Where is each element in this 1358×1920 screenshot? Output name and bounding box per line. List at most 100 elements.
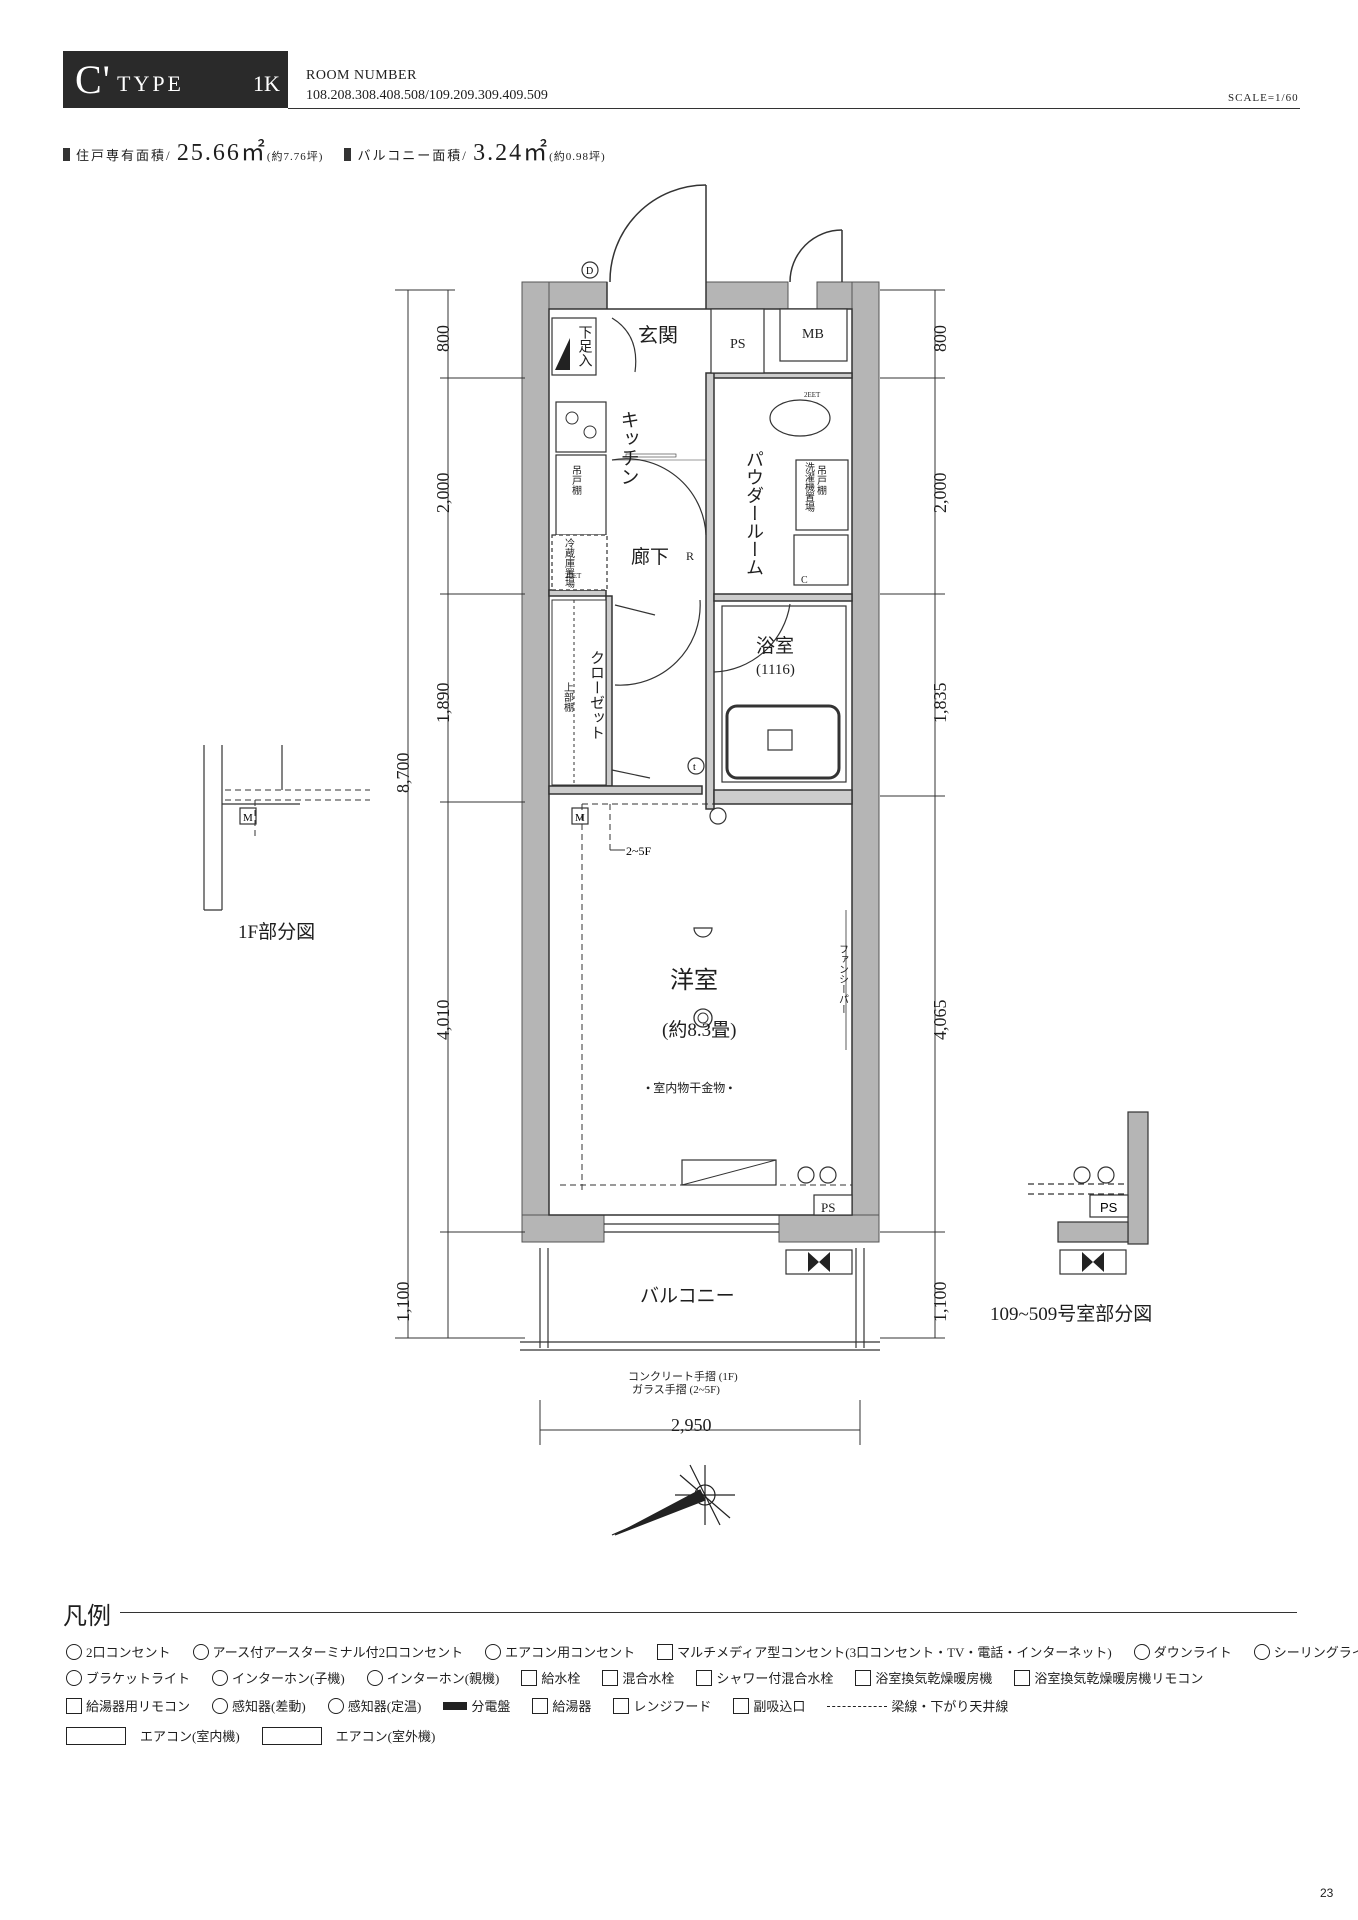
header-divider: [288, 108, 1300, 109]
dim-right-5: 1,100: [930, 1282, 950, 1323]
beam-line-icon: [827, 1706, 888, 1707]
dim-left-1: 800: [433, 325, 453, 352]
compass-icon: [611, 1464, 735, 1536]
bathroom-area: [721, 605, 847, 783]
legend-item: エアコン用コンセント: [485, 1642, 635, 1661]
legend-label: 梁線・下がり天井線: [891, 1699, 1009, 1714]
legend-label: インターホン(子機): [232, 1671, 345, 1686]
legend-item: 分電盤: [443, 1696, 510, 1715]
entrance-door: [606, 184, 843, 309]
outlet-icon: [819, 1166, 837, 1184]
legend-item: ダウンライト: [1133, 1642, 1232, 1661]
water-heater-remote-icon: [66, 1697, 82, 1714]
unit-area-value: 25.66㎡: [176, 140, 267, 166]
label-partial-1f: 1F部分図: [238, 921, 315, 943]
type-word: TYPE: [117, 71, 184, 96]
legend-row-3: 給湯器用リモコン 感知器(差動) 感知器(定温) 分電盤 給湯器 レンジフード …: [66, 1696, 1030, 1715]
beam-line: [225, 789, 852, 1192]
outlet-icon: [66, 1643, 82, 1660]
legend-label: 給湯器用リモコン: [86, 1699, 191, 1714]
multimedia-outlet-icon: [657, 1643, 674, 1660]
legend-item: 給湯器用リモコン: [66, 1696, 190, 1715]
aircon-outlet-icon: [797, 1166, 815, 1184]
distribution-board-icon: [443, 1701, 468, 1710]
shoe-cabinet-mark: [555, 338, 570, 370]
bullet-square-icon: [344, 148, 352, 161]
legend-item: シャワー付混合水栓: [696, 1668, 833, 1687]
bath-dryer-icon: [767, 729, 793, 751]
legend-label: ブラケットライト: [86, 1671, 191, 1686]
label-2eet: 2EET: [804, 391, 821, 399]
mb-box: [779, 308, 848, 362]
fixed-temp-sensor-icon: [327, 1697, 344, 1714]
balcony-area-label: バルコニー面積/: [357, 148, 468, 163]
aircon-outlet-icon: [485, 1643, 502, 1660]
aircon-indoor-diagonal: [681, 1159, 777, 1186]
label-western: 洋室: [670, 967, 718, 994]
balcony-window: [604, 1223, 779, 1233]
legend-label: エアコン(室外機): [335, 1729, 436, 1744]
floors-note: 2~5F: [626, 844, 651, 858]
label-bath: 浴室: [756, 635, 794, 657]
label-entrance: 玄関: [638, 324, 678, 347]
bath-dryer-remote-icon: [1014, 1669, 1031, 1686]
water-heater-mark: [1082, 1252, 1104, 1272]
legend-item: マルチメディア型コンセント(3口コンセント・TV・電話・インターネット): [657, 1642, 1112, 1661]
legend-label: 副吸込口: [753, 1699, 806, 1714]
label-powder: パウダールーム: [744, 450, 764, 576]
legend-item: エアコン(室内機): [66, 1726, 240, 1745]
legend-label: 2口コンセント: [86, 1645, 171, 1660]
label-western-size: (約8.3畳): [662, 1019, 736, 1041]
legend-row-4: エアコン(室内機) エアコン(室外機): [66, 1726, 457, 1745]
label-fan: ファンシーパー: [837, 944, 849, 1014]
area-summary: 住戸専有面積/ 25.66㎡(約7.76坪) バルコニー面積/ 3.24㎡(約0…: [63, 132, 606, 167]
legend-item: 感知器(差動): [212, 1696, 306, 1715]
inner-walls: [548, 308, 853, 1216]
multimedia-symbol: M: [243, 812, 253, 824]
unit-area-label: 住戸専有面積/: [76, 148, 172, 163]
aircon-outdoor-icon: [261, 1726, 322, 1745]
legend-label: アース付アースターミナル付2口コンセント: [212, 1645, 464, 1660]
legend-label: 浴室換気乾燥暖房機: [875, 1671, 993, 1686]
legend-label: 感知器(定温): [347, 1699, 422, 1714]
legend-item: 2口コンセント: [66, 1642, 171, 1661]
dim-total: 8,700: [393, 753, 413, 794]
ceiling-light-icon: [1253, 1643, 1270, 1660]
legend-item: 給水栓: [521, 1668, 580, 1687]
label-hanging-shelf: 吊戸棚: [815, 465, 827, 496]
legend-row-2: ブラケットライト インターホン(子機) インターホン(親機) 給水栓 混合水栓 …: [66, 1668, 1225, 1687]
ps-label-partial: PS: [1100, 1200, 1118, 1215]
label-shoe: 下足入: [577, 325, 593, 367]
bracket-light-icon: [66, 1669, 82, 1686]
label-drying: • 室内物干金物 •: [646, 1080, 732, 1095]
plan-type: 1K: [253, 71, 280, 96]
type-badge: C' TYPE 1K: [63, 51, 288, 108]
range-hood-icon: [613, 1697, 630, 1714]
label-2eet-kitchen: 2EET: [565, 572, 582, 580]
legend-label: 給水栓: [541, 1671, 581, 1686]
hanging-shelf-line: [625, 453, 677, 458]
label-railing-1f: コンクリート手摺 (1F): [628, 1369, 738, 1383]
dim-right-1: 800: [930, 325, 950, 352]
unit-area-tsubo: (約7.76坪): [266, 151, 324, 163]
dim-right-2: 2,000: [930, 473, 950, 514]
intercom-sub-icon: [212, 1669, 229, 1686]
intercom-main-icon: [366, 1669, 383, 1686]
downlight-icon: [1133, 1643, 1150, 1660]
legend-item: 梁線・下がり天井線: [827, 1696, 1008, 1715]
legend-item: エアコン(室外機): [261, 1726, 436, 1745]
washer-space: [795, 459, 849, 531]
label-closet: クローゼット: [588, 650, 605, 740]
legend-item: 混合水栓: [602, 1668, 674, 1687]
washbasin: [793, 534, 849, 586]
heat-sensor-icon: [212, 1697, 229, 1714]
balcony-area-value: 3.24㎡: [473, 140, 550, 166]
label-fridge: 冷蔵庫置場: [563, 537, 575, 589]
legend-item: インターホン(親機): [366, 1668, 499, 1687]
dim-left-4: 4,010: [433, 1000, 453, 1041]
outlet-icon: [1097, 1166, 1115, 1184]
legend-label: 浴室換気乾燥暖房機リモコン: [1034, 1671, 1204, 1686]
label-ps: PS: [730, 337, 746, 352]
label-balcony: バルコニー: [640, 1286, 735, 1307]
outlet-icon: [709, 807, 727, 825]
